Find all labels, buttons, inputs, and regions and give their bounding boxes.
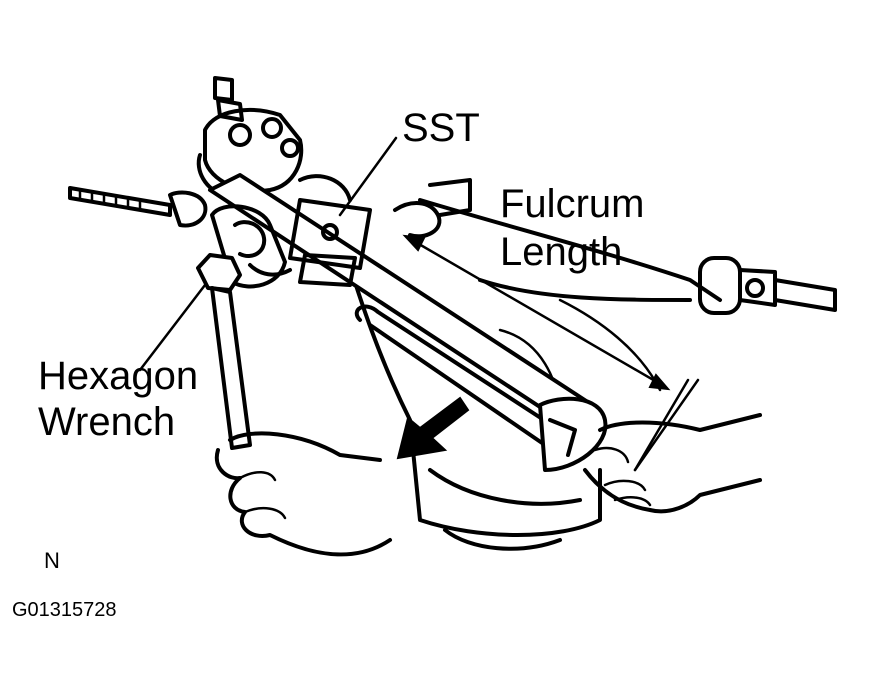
left-hand xyxy=(214,431,392,557)
right-tie-rod xyxy=(698,256,837,315)
leader-lines xyxy=(138,136,700,472)
hexagon-label-line2: Wrench xyxy=(38,400,176,444)
fulcrum-length-dimension xyxy=(402,234,690,472)
hexagon-wrench xyxy=(196,253,252,450)
sst-label: SST xyxy=(402,106,480,150)
left-tie-rod xyxy=(68,186,208,228)
fulcrum-label-line1: Fulcrum xyxy=(500,182,645,226)
view-code: N xyxy=(44,548,60,573)
right-hand xyxy=(583,413,762,514)
clamp-head xyxy=(210,204,292,289)
sst-tool xyxy=(208,173,608,472)
fulcrum-label-line2: Length xyxy=(500,230,623,274)
hexagon-label-line1: Hexagon xyxy=(38,354,199,398)
torque-direction-arrow xyxy=(396,396,470,460)
figure-code: G01315728 xyxy=(12,599,117,621)
